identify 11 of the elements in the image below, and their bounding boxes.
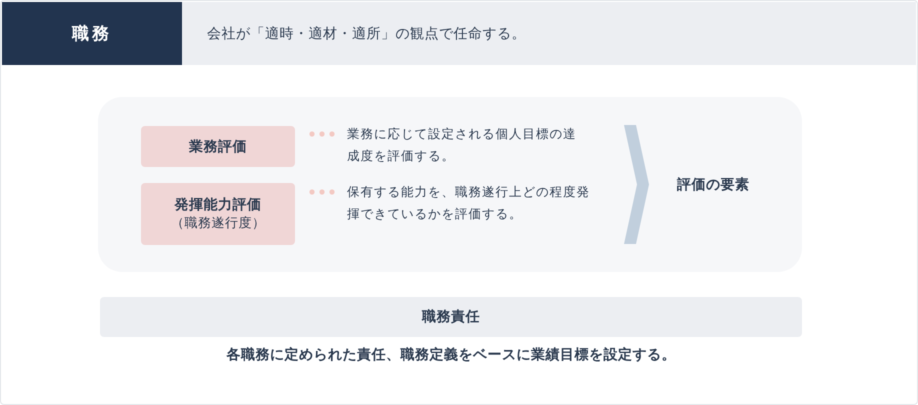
evaluation-box: 発揮能力評価 （職務遂行度） — [141, 183, 295, 245]
header-band: 会社が「適時・適材・適所」の観点で任命する。 — [182, 2, 916, 65]
description-text: 保有する能力を、職務遂行上どの程度発揮できているかを評価する。 — [347, 183, 591, 223]
responsibility-bar: 職務責任 — [100, 297, 802, 337]
description-text: 各職務に定められた責任、職務定義をベースに業績目標を設定する。 — [225, 346, 677, 365]
evaluation-box: 業務評価 — [141, 126, 295, 167]
evaluation-panel — [98, 97, 802, 272]
chevron-arrow — [624, 125, 649, 244]
evaluation-label: 評価の要素 — [649, 170, 777, 200]
description-text: 業務に応じて設定される個人目標の達成度を評価する。 — [347, 125, 577, 165]
heading-tab: 職務 — [2, 2, 182, 65]
